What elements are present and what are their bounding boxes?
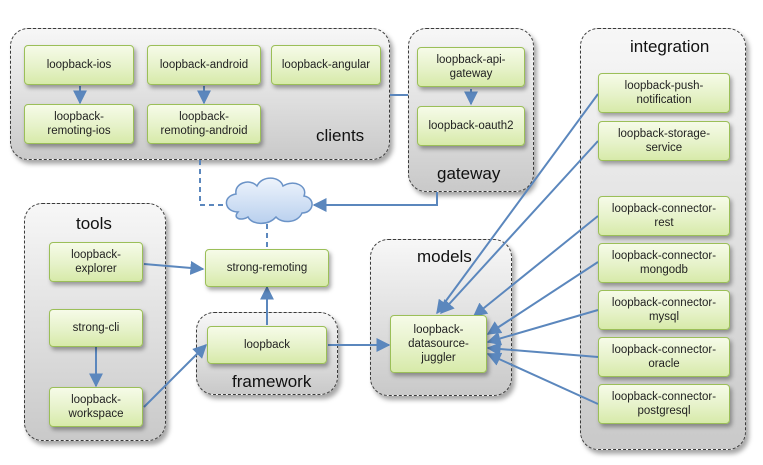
node-loopback: loopback [207,326,327,364]
node-loopback-explorer: loopback- explorer [49,242,143,282]
framework-label: framework [232,372,312,391]
node-loopback-workspace: loopback- workspace [49,387,143,427]
arrow-gateway-to-cloud [312,192,438,212]
integration-label: integration [630,37,710,56]
node-strong-cli: strong-cli [49,309,143,347]
node-loopback-connector-rest: loopback-connector- rest [598,196,730,236]
node-loopback-api-gateway: loopback-api- gateway [417,47,525,87]
node-strong-remoting: strong-remoting [205,249,329,287]
node-loopback-connector-oracle: loopback-connector- oracle [598,337,730,377]
clients-label: clients [316,126,365,145]
node-loopback-connector-mysql: loopback-connector- mysql [598,290,730,330]
node-loopback-push-notification: loopback-push- notification [598,73,730,113]
gateway-label: gateway [437,164,501,183]
node-loopback-remoting-ios: loopback- remoting-ios [24,104,134,144]
node-loopback-storage-service: loopback-storage- service [598,121,730,161]
node-loopback-android: loopback-android [147,45,261,85]
node-loopback-angular: loopback-angular [271,45,381,85]
tools-label: tools [76,214,112,233]
dashed-clients-to-cloud [199,160,234,206]
node-loopback-datasource-juggler: loopback- datasource- juggler [390,315,487,373]
models-label: models [417,247,472,266]
node-loopback-remoting-android: loopback- remoting-android [147,104,261,144]
node-loopback-connector-mongodb: loopback-connector- mongodb [598,243,730,283]
node-loopback-oauth2: loopback-oauth2 [417,106,525,146]
node-loopback-connector-postgresql: loopback-connector- postgresql [598,384,730,424]
node-loopback-ios: loopback-ios [24,45,134,85]
